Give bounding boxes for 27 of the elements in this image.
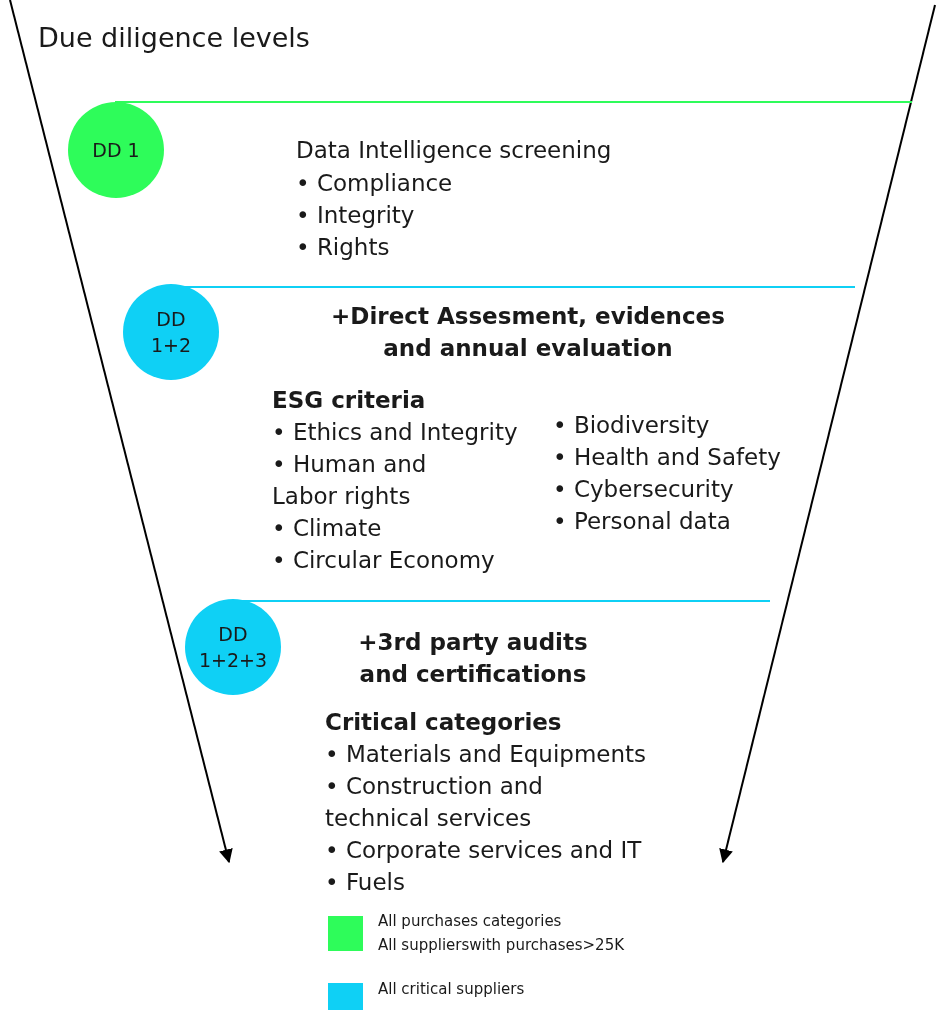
- legend-text: All purchases categories: [378, 911, 562, 932]
- title: Due diligence levels: [38, 22, 310, 54]
- list-item: • Rights: [296, 233, 390, 262]
- legend-text: All critical suppliers: [378, 979, 525, 1000]
- legend-text: All supplierswith purchases>25K: [378, 935, 625, 956]
- list-item: • Climate: [272, 514, 382, 543]
- list-item: • Materials and Equipments: [325, 740, 647, 769]
- list-item: • Human and Labor rights: [272, 450, 428, 511]
- list-item: • Health and Safety: [553, 443, 781, 472]
- list-item: • Biodiversity: [553, 411, 710, 440]
- level-label: DD 1+2: [149, 307, 193, 358]
- heading-text: Data Intelligence screening: [296, 136, 612, 165]
- list-item: • Corporate services and IT: [325, 836, 642, 865]
- section-heading: +3rd party audits and certifications: [357, 628, 589, 689]
- section-heading: Critical categories: [325, 708, 562, 737]
- list-item: • Fuels: [325, 868, 405, 897]
- level-label: DD 1: [91, 138, 141, 163]
- level-label: DD 1+2+3: [198, 622, 268, 673]
- list-item: • Integrity: [296, 201, 415, 230]
- list-item: • Compliance: [296, 169, 453, 198]
- section-heading: ESG criteria: [272, 386, 426, 415]
- section-heading: +Direct Assesment, evidences and annual evaluation: [330, 302, 726, 363]
- list-item: • Ethics and Integrity: [272, 418, 518, 447]
- list-item: • Cybersecurity: [553, 475, 734, 504]
- list-item: • Personal data: [553, 507, 731, 536]
- list-item: • Construction and technical services: [325, 772, 544, 833]
- list-item: • Circular Economy: [272, 546, 495, 575]
